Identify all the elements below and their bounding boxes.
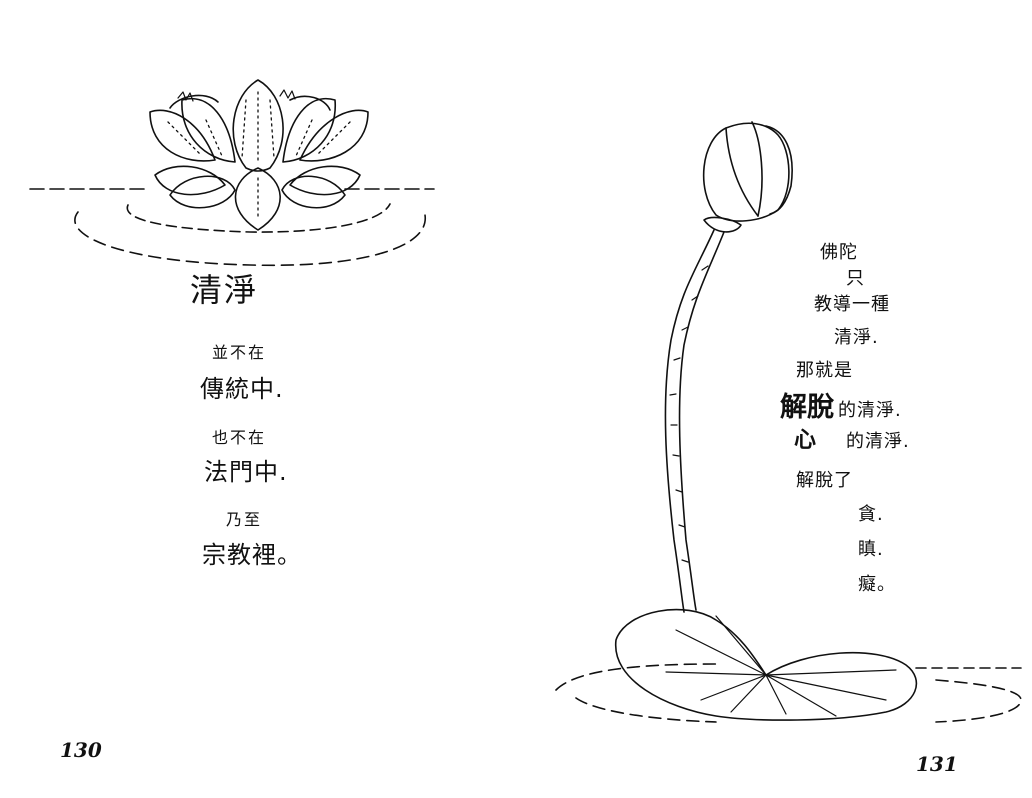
left-page: 清淨 並不在 傳統中. 也不在 法門中. 乃至 宗教裡。 130: [29, 79, 435, 762]
right-line-4: 清淨.: [834, 327, 879, 348]
page-number-left: 130: [60, 738, 102, 762]
right-line-9: 貪.: [858, 504, 884, 525]
line-1-small: 並不在: [212, 343, 267, 362]
right-line-5: 那就是: [796, 360, 853, 381]
right-line-6-bold: 解脫: [780, 392, 834, 423]
right-line-11: 癡。: [858, 574, 896, 595]
right-line-3: 教導一種: [814, 294, 890, 315]
right-line-8: 解脫了: [796, 470, 853, 491]
line-3-small: 乃至: [226, 510, 263, 529]
right-line-7-rest: 的清淨.: [846, 431, 910, 452]
line-1-big: 傳統中.: [200, 375, 284, 403]
right-line-6: 解脫的清淨.: [780, 394, 902, 421]
page-title: 清淨: [190, 271, 259, 309]
line-2-big: 法門中.: [204, 458, 288, 486]
right-line-1: 佛陀: [820, 242, 858, 263]
line-2-small: 也不在: [212, 428, 267, 447]
lotus-bud-illustration: [555, 121, 1022, 723]
line-3-big: 宗教裡。: [202, 541, 302, 569]
right-page: 佛陀 只 教導一種 清淨. 那就是 解脫的清淨. 心的清淨. 解脫了 貪. 瞋.…: [516, 0, 1032, 798]
right-line-10: 瞋.: [858, 539, 884, 560]
right-line-2: 只: [846, 268, 865, 289]
right-line-6-rest: 的清淨.: [838, 400, 902, 421]
lotus-flower-illustration: [29, 79, 435, 267]
right-line-7: 心 的清淨.: [794, 430, 910, 452]
page-number-right: 131: [916, 752, 958, 776]
right-line-7-bold: 心: [794, 428, 817, 453]
